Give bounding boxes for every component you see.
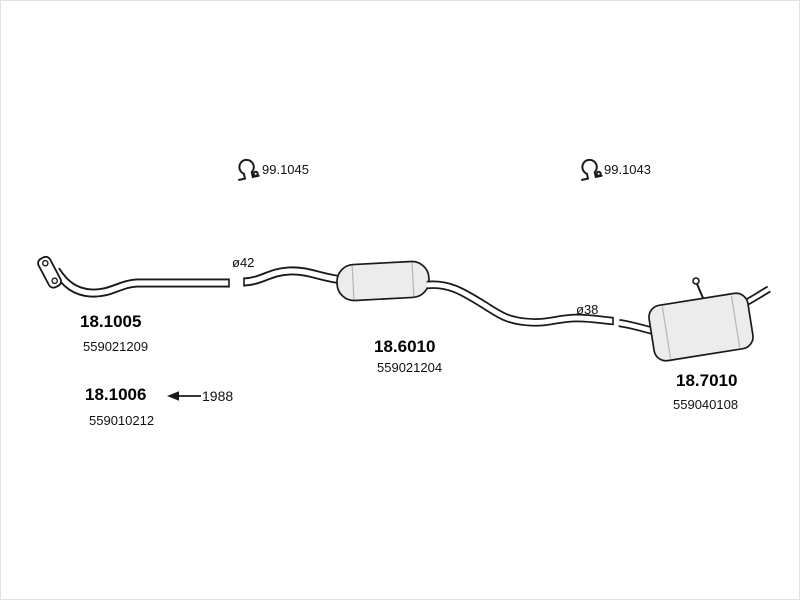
part-id-18-6010[interactable]: 18.6010 xyxy=(374,337,436,356)
clamp-label-2: 99.1043 xyxy=(604,162,651,177)
clamp-icon-2 xyxy=(581,158,603,181)
part-id-18-1006[interactable]: 18.1006 xyxy=(85,385,147,404)
part-ref-18-7010: 559040108 xyxy=(673,397,739,412)
part-ref-18-6010: 559021204 xyxy=(377,360,443,375)
clamp-label-1: 99.1045 xyxy=(262,162,309,177)
middle-silencer-shape[interactable] xyxy=(243,260,614,327)
part-id-18-7010[interactable]: 18.7010 xyxy=(676,371,738,390)
year-note: 1988 xyxy=(202,388,234,404)
part-ref-18-1006: 559010212 xyxy=(89,413,155,428)
rear-silencer-shape[interactable] xyxy=(618,277,771,362)
diameter-label-42: ø42 xyxy=(232,255,255,270)
clamp-icon-1 xyxy=(238,158,260,181)
diameter-label-38: ø38 xyxy=(576,302,599,317)
part-id-18-1005[interactable]: 18.1005 xyxy=(80,312,142,331)
arrow-left-icon xyxy=(167,391,201,401)
front-pipe-shape[interactable] xyxy=(36,255,230,298)
part-ref-18-1005: 559021209 xyxy=(83,339,149,354)
